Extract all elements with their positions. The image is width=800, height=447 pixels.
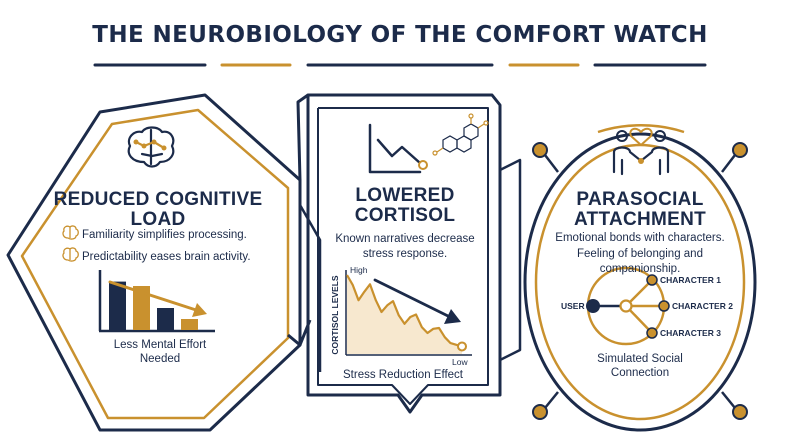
character-3-node bbox=[646, 327, 658, 339]
effort-bar-4 bbox=[181, 319, 198, 330]
effort-chart-axes bbox=[98, 270, 215, 333]
cortisol-area-chart bbox=[346, 274, 467, 354]
character-1-node bbox=[646, 274, 658, 286]
effort-bar-3 bbox=[157, 308, 174, 330]
effort-chart-caption: Less Mental Effort Needed bbox=[113, 339, 207, 365]
cognitive-panel-frame bbox=[6, 93, 302, 432]
social-network-diagram bbox=[586, 266, 670, 346]
network-character-1-label: CHARACTER 1 bbox=[660, 275, 721, 285]
molecule-icon bbox=[432, 113, 489, 156]
cortisol-description: Known narratives decrease stress respons… bbox=[335, 233, 475, 260]
cortisol-trend-arrow bbox=[373, 278, 461, 324]
cortisol-caption: Stress Reduction Effect bbox=[343, 369, 463, 381]
attachment-text-line-2: Feeling of belonging and companionship. bbox=[577, 248, 703, 275]
effort-bar-chart bbox=[109, 281, 198, 330]
cognitive-heading: REDUCED COGNITIVE LOAD bbox=[53, 189, 263, 230]
user-node bbox=[586, 299, 600, 313]
cortisol-end-point bbox=[457, 341, 467, 352]
cognitive-point-1: Familiarity simplifies processing. bbox=[82, 229, 247, 241]
cortisol-high-label: High bbox=[350, 265, 368, 275]
network-character-3-label: CHARACTER 3 bbox=[660, 328, 721, 338]
cortisol-panel-frame bbox=[306, 93, 502, 414]
cortisol-area-fill bbox=[347, 275, 462, 354]
cognitive-point-2: Predictability eases brain activity. bbox=[82, 251, 251, 263]
effort-trend-arrow bbox=[108, 280, 207, 317]
cortisol-chart-axes bbox=[345, 270, 472, 356]
attachment-caption: Simulated Social Connection bbox=[597, 353, 683, 379]
effort-bar-2 bbox=[133, 286, 150, 330]
network-user-label: USER bbox=[561, 301, 585, 311]
connector-middle-right bbox=[499, 158, 522, 362]
brain-icon bbox=[127, 126, 175, 168]
connector-left-middle bbox=[287, 93, 322, 372]
attachment-heading: PARASOCIAL ATTACHMENT bbox=[573, 189, 707, 230]
center-node bbox=[619, 299, 633, 313]
cortisol-heading: LOWERED CORTISOL bbox=[354, 185, 456, 226]
brain-outline-icon bbox=[62, 225, 79, 240]
effort-bar-1 bbox=[109, 281, 126, 330]
cortisol-y-axis-label: CORTISOL LEVELS bbox=[330, 275, 340, 355]
cortisol-low-label: Low bbox=[452, 357, 468, 367]
attachment-text-line-1: Emotional bonds with characters. bbox=[555, 232, 725, 244]
brain-outline-icon bbox=[62, 247, 79, 262]
downtrend-icon bbox=[368, 123, 428, 174]
character-2-node bbox=[658, 300, 670, 312]
network-character-2-label: CHARACTER 2 bbox=[672, 301, 733, 311]
page-title: THE NEUROBIOLOGY OF THE COMFORT WATCH bbox=[92, 22, 708, 48]
handshake-heart-icon bbox=[612, 127, 670, 176]
cortisol-line bbox=[346, 274, 463, 348]
